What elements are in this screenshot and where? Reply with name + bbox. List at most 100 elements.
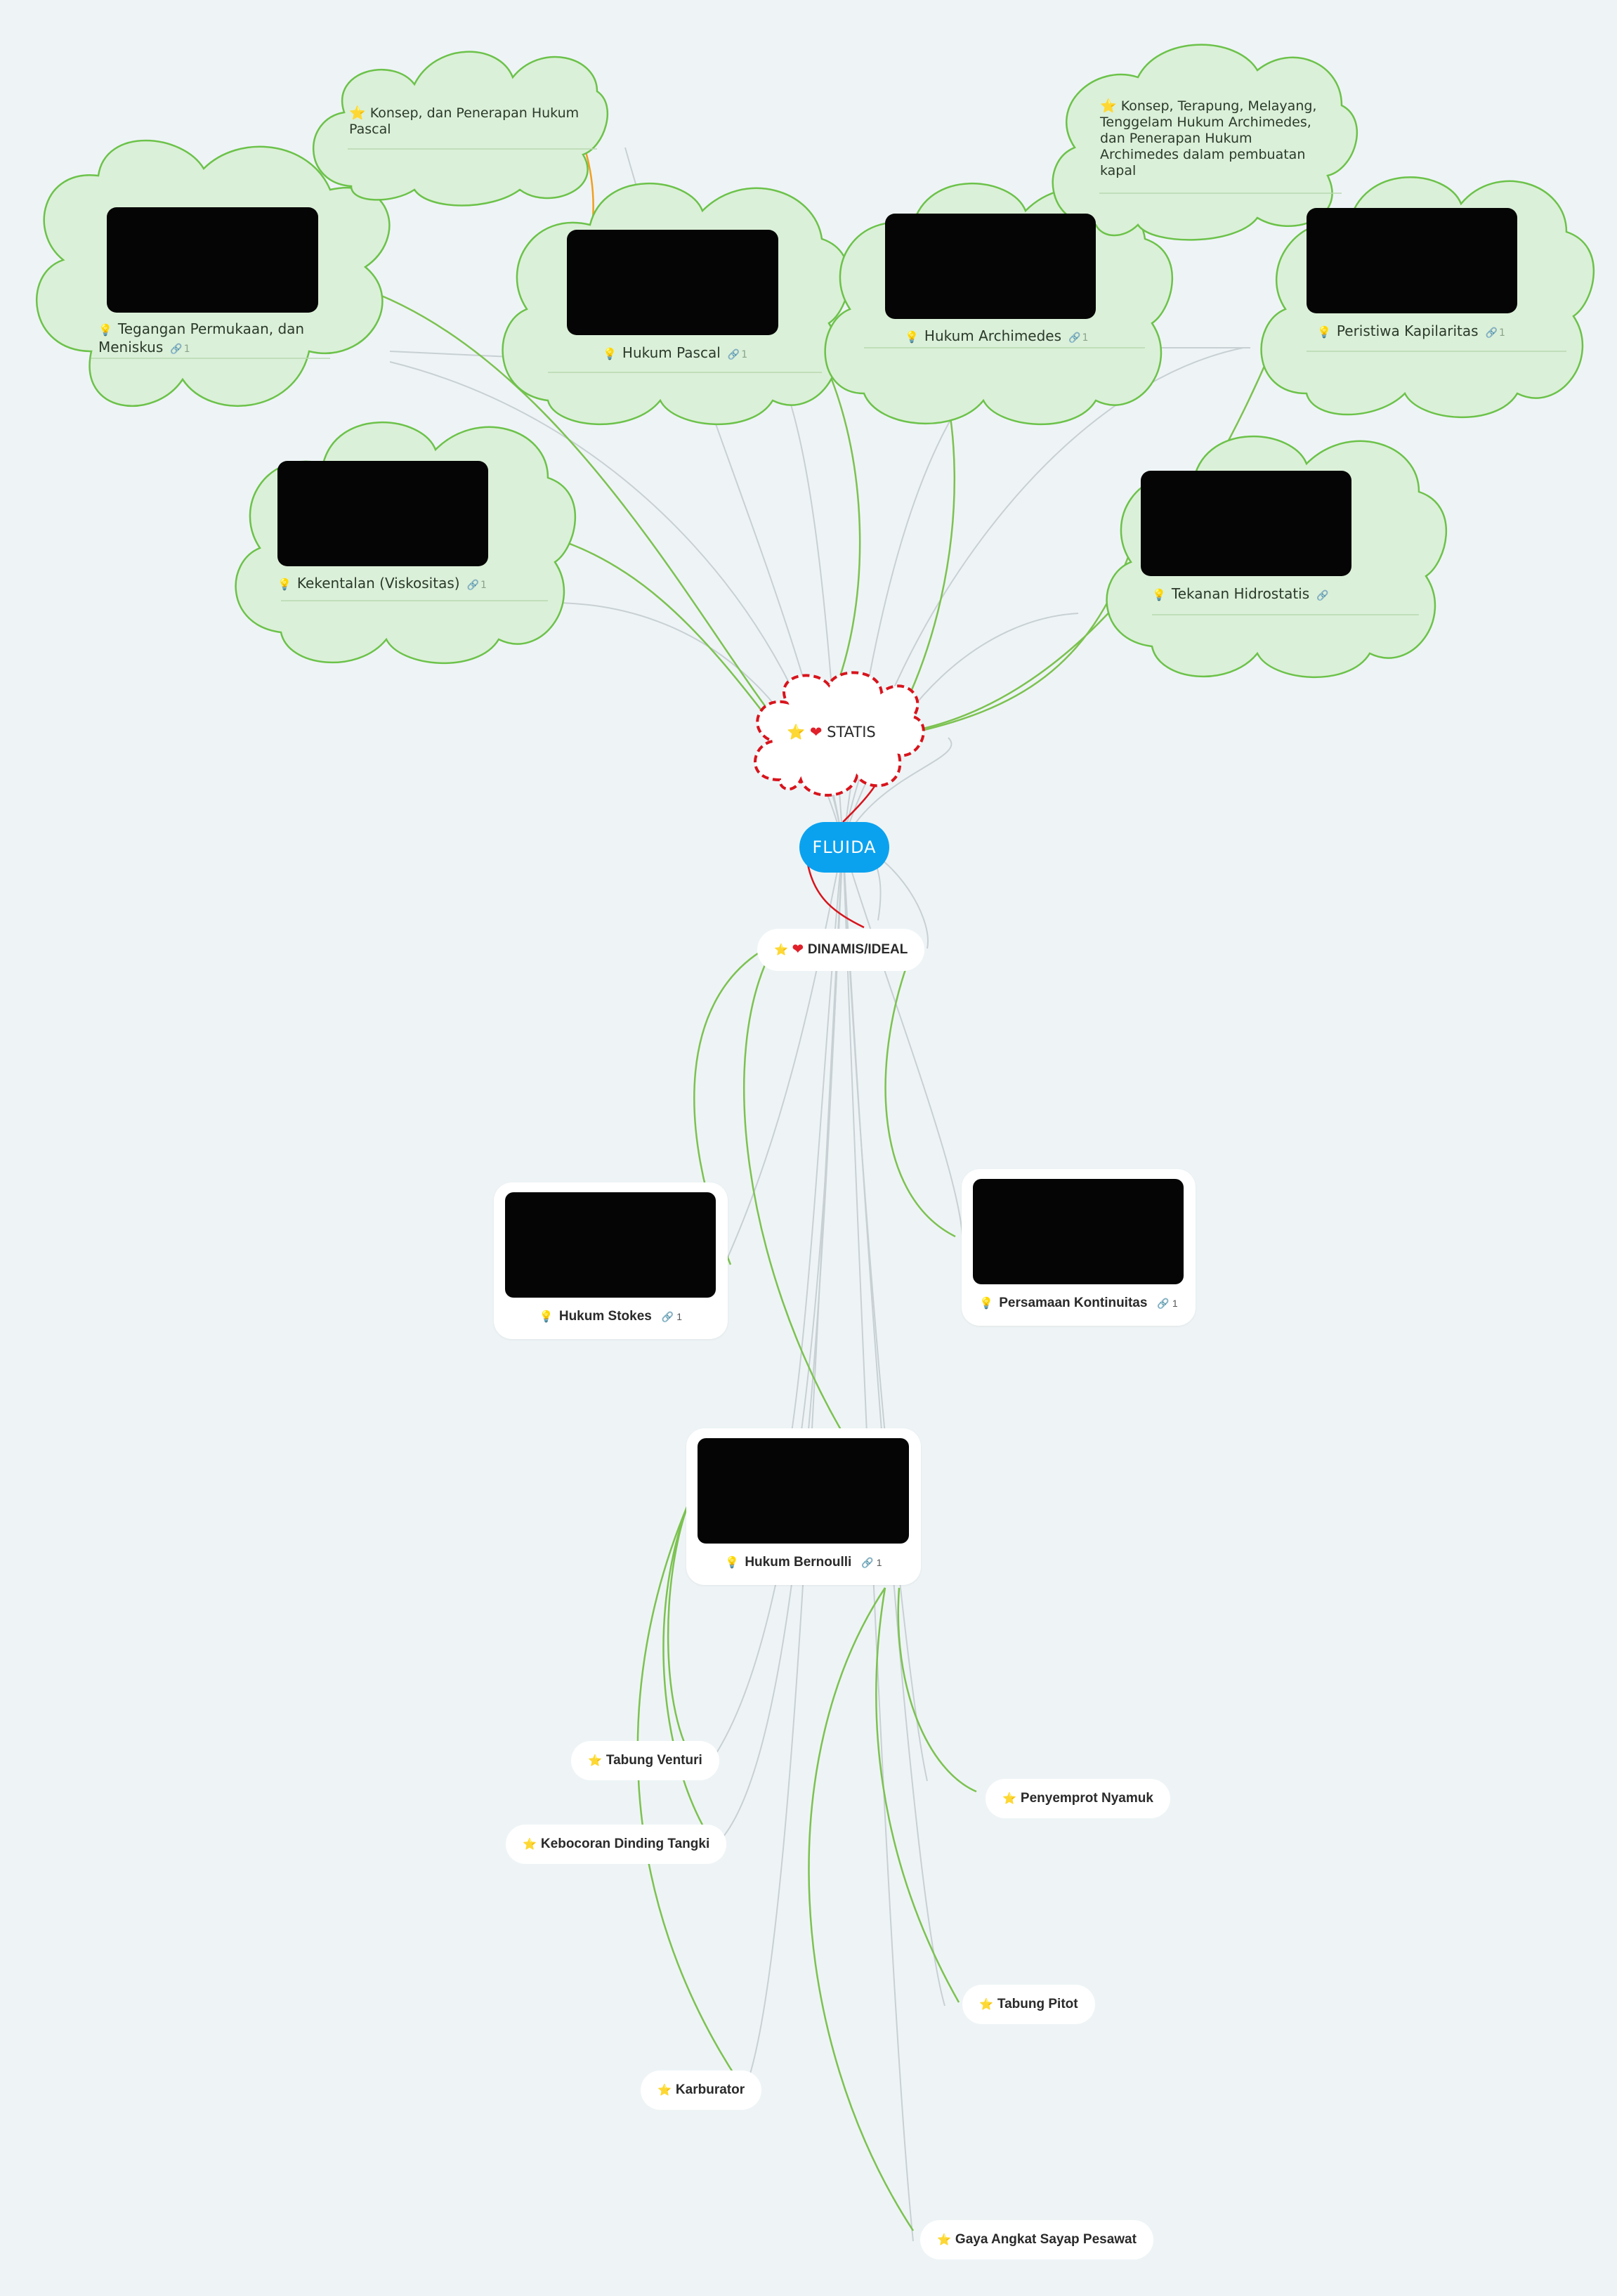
bulb-icon: 💡 [905,330,919,344]
bulb-icon: 💡 [277,578,292,591]
note-archimedes[interactable]: ⭐ Konsep, Terapung, Melayang, Tenggelam … [1100,98,1325,179]
heart-icon: ❤ [809,724,823,741]
node-kebocoran[interactable]: ⭐Kebocoran Dinding Tangki [506,1825,727,1864]
link-icon[interactable]: 🔗 [170,344,183,355]
link-icon[interactable]: 🔗 [1068,332,1081,344]
star-icon: ⭐ [979,1999,993,2011]
link-count: 1 [480,580,487,591]
node-label: Kebocoran Dinding Tangki [540,1837,710,1851]
node-venturi[interactable]: ⭐Tabung Venturi [571,1741,719,1780]
node-label: Persamaan Kontinuitas [999,1296,1148,1310]
link-count: 1 [1172,1298,1178,1309]
image-placeholder-kekentalan [277,461,488,566]
connector-dinamis-kontinuitas [884,948,956,1238]
connector-grey [842,737,952,844]
note-label: Konsep, dan Penerapan Hukum Pascal [349,105,580,137]
star-icon: ⭐ [787,724,806,741]
connector-root-dinamis [806,863,865,929]
image-placeholder-hidrostatis [1141,471,1351,576]
node-kekentalan[interactable]: 💡 Kekentalan (Viskositas) 🔗1 [277,575,487,594]
node-sayap[interactable]: ⭐ Gaya Angkat Sayap Pesawat [920,2220,1153,2259]
connector-grey [842,613,1079,844]
star-icon: ⭐ [523,1839,537,1851]
star-icon: ⭐ [588,1755,602,1767]
node-label: Tegangan Permukaan, dan Meniskus [98,320,305,356]
connector-statis-tegangan [351,283,787,735]
link-count: 1 [1082,332,1089,344]
link-icon[interactable]: 🔗 [1316,590,1329,601]
link-icon[interactable]: 🔗 [727,349,740,360]
connector-grey [726,842,844,1260]
node-dinamis[interactable]: ⭐ ❤DINAMIS/IDEAL [757,929,925,971]
connector-grey [744,842,844,2091]
heart-icon: ❤ [792,942,804,957]
link-icon[interactable]: 🔗 [861,1557,874,1568]
node-hidrostatis[interactable]: 💡 Tekanan Hidrostatis 🔗 [1152,585,1330,604]
note-pascal[interactable]: ⭐ Konsep, dan Penerapan Hukum Pascal [349,105,581,138]
link-count: 1 [876,1557,882,1568]
link-count: 1 [741,349,748,360]
node-nyamuk[interactable]: ⭐ Penyemprot Nyamuk [986,1779,1170,1818]
node-label: Tekanan Hidrostatis [1171,585,1310,602]
link-icon[interactable]: 🔗 [1485,327,1498,339]
image-placeholder-bernoulli [698,1438,909,1544]
image-placeholder-kontinuitas [973,1179,1184,1284]
node-label: Hukum Pascal [622,344,721,361]
node-label: Penyemprot Nyamuk [1020,1791,1153,1806]
node-label: Hukum Stokes [558,1309,652,1324]
image-placeholder-archimedes [885,214,1096,319]
connector-bernoulli-nyamuk [897,1587,977,1793]
star-icon: ⭐ [1100,98,1117,114]
image-placeholder-stokes [505,1192,716,1298]
connector-bernoulli-sayap [808,1587,915,2231]
bulb-icon: 💡 [1317,325,1331,339]
bulb-icon: 💡 [979,1298,994,1310]
image-placeholder-tegangan [107,207,318,313]
bulb-icon: 💡 [603,347,617,360]
node-label: Peristiwa Kapilaritas [1336,322,1479,339]
node-label: Tabung Pitot [997,1997,1078,2011]
star-icon: ⭐ [774,944,788,956]
node-label: Hukum Bernoulli [745,1555,852,1570]
connector-bernoulli-venturi [667,1503,697,1764]
node-label: Karburator [675,2082,745,2097]
root-node[interactable]: FLUIDA [799,822,889,873]
cloud-pascal-note [312,51,609,207]
root-label: FLUIDA [812,837,877,857]
node-bernoulli[interactable]: 💡 Hukum Bernoulli 🔗1 [686,1428,921,1585]
connector-dinamis-bernoulli [743,948,844,1434]
node-statis[interactable]: ⭐ ❤ STATIS [787,724,876,741]
node-pitot[interactable]: ⭐ Tabung Pitot [962,1985,1095,2024]
bulb-icon: 💡 [1152,588,1166,601]
link-count: 1 [183,344,190,355]
node-label: DINAMIS/IDEAL [807,942,908,957]
link-icon[interactable]: 🔗 [1157,1298,1170,1309]
node-karburator[interactable]: ⭐Karburator [641,2070,762,2110]
node-archimedes[interactable]: 💡Hukum Archimedes🔗1 [905,327,1088,346]
bulb-icon: 💡 [539,1311,554,1323]
node-label: Tabung Venturi [605,1753,702,1768]
star-icon: ⭐ [937,2234,951,2246]
node-pascal[interactable]: 💡 Hukum Pascal 🔗1 [603,344,747,363]
node-label: Gaya Angkat Sayap Pesawat [955,2232,1137,2247]
star-icon: ⭐ [1002,1793,1016,1805]
link-icon[interactable]: 🔗 [661,1311,674,1322]
node-label-row: 💡 Hukum Bernoulli 🔗1 [686,1555,921,1570]
note-label: Konsep, Terapung, Melayang, Tenggelam Hu… [1100,98,1317,178]
node-label-row: 💡Hukum Stokes🔗1 [494,1309,728,1324]
node-kontinuitas[interactable]: 💡 Persamaan Kontinuitas 🔗1 [962,1169,1196,1326]
cloud-archimedes-note [1052,44,1359,241]
image-placeholder-kapilaritas [1307,208,1517,313]
bulb-icon: 💡 [98,323,112,337]
node-tegangan[interactable]: 💡Tegangan Permukaan, dan Meniskus🔗1 [98,320,337,358]
connector-bernoulli-kebocoran [662,1503,711,1838]
connector-bernoulli-karburator [636,1503,739,2080]
link-icon[interactable]: 🔗 [466,580,479,591]
cloud-statis [754,671,925,797]
node-label: Kekentalan (Viskositas) [296,575,460,592]
connector-grey [842,842,914,2242]
node-kapilaritas[interactable]: 💡Peristiwa Kapilaritas🔗1 [1317,322,1505,341]
bulb-icon: 💡 [725,1557,740,1569]
node-stokes[interactable]: 💡Hukum Stokes🔗1 [494,1182,728,1339]
star-icon: ⭐ [349,105,366,121]
